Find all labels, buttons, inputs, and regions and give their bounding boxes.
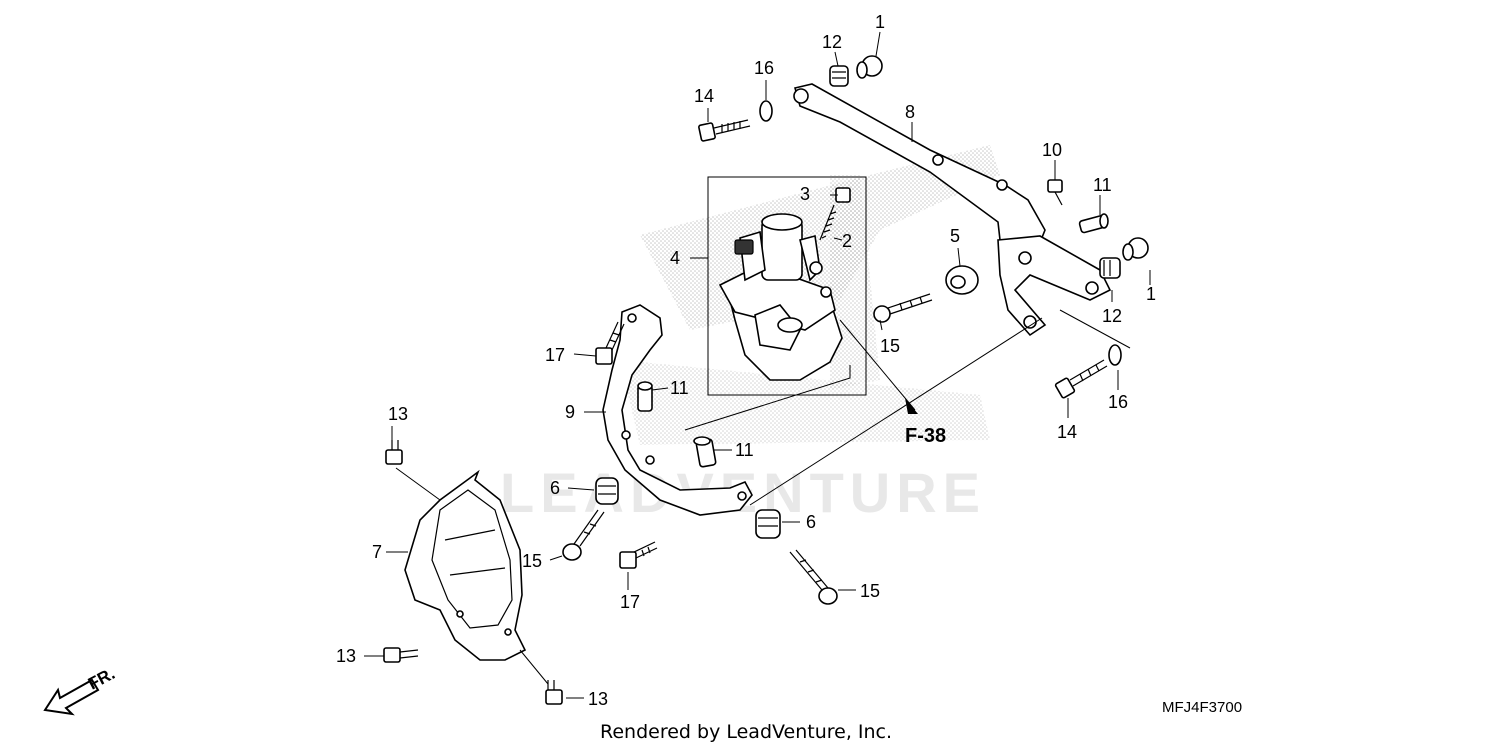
callout-6-right: 6 bbox=[806, 512, 816, 532]
leader-lines bbox=[364, 31, 1151, 699]
callout-11-right: 11 bbox=[1093, 175, 1112, 195]
callout-15-left: 15 bbox=[522, 551, 542, 571]
callout-13-left: 13 bbox=[336, 646, 356, 666]
collar-part-11-right bbox=[1078, 213, 1109, 234]
bolt-part-14-right bbox=[1054, 359, 1108, 399]
callout-16-top: 16 bbox=[754, 58, 774, 78]
callout-17-left: 17 bbox=[545, 345, 565, 365]
spring-part-2 bbox=[819, 204, 837, 241]
rubber-part-12-right bbox=[1099, 257, 1121, 279]
collar-part-11-low bbox=[693, 436, 717, 468]
bolt-part-15-bottom bbox=[789, 549, 838, 605]
callout-10: 10 bbox=[1042, 140, 1062, 160]
bolt-part-17-bottom bbox=[619, 541, 658, 569]
callout-11-low: 11 bbox=[735, 440, 754, 460]
callout-11-mid: 11 bbox=[670, 378, 689, 398]
callouts: 1 12 16 14 8 10 11 3 2 5 4 1 12 15 17 11… bbox=[336, 12, 1156, 709]
bolt-part-10 bbox=[1047, 179, 1063, 206]
actuator-motor-part-4 bbox=[718, 213, 843, 381]
callout-9: 9 bbox=[565, 402, 575, 422]
collar-part-1-top bbox=[856, 55, 883, 79]
callout-13-top: 13 bbox=[388, 404, 408, 424]
bolt-part-14-top bbox=[698, 119, 751, 142]
washer-part-16-right bbox=[1108, 344, 1122, 366]
callout-8: 8 bbox=[905, 102, 915, 122]
callout-5: 5 bbox=[950, 226, 960, 246]
grommet-part-5 bbox=[945, 265, 979, 295]
callout-2: 2 bbox=[842, 231, 852, 251]
grommet-part-6-left bbox=[595, 477, 619, 505]
callout-16-right: 16 bbox=[1108, 392, 1128, 412]
callout-15-bottom: 15 bbox=[860, 581, 880, 601]
callout-17-bottom: 17 bbox=[620, 592, 640, 612]
bolt-part-15-mid bbox=[873, 293, 933, 323]
rubber-part-12-top bbox=[829, 65, 849, 87]
nut-part-3 bbox=[835, 187, 851, 203]
front-direction-arrow-icon: FR. bbox=[43, 664, 118, 716]
callout-4: 4 bbox=[670, 248, 680, 268]
callout-13-bottom: 13 bbox=[588, 689, 608, 709]
callout-14-top: 14 bbox=[694, 86, 714, 106]
reference-label: F-38 bbox=[905, 425, 946, 447]
bolt-part-13-left bbox=[383, 647, 419, 663]
callout-15-mid: 15 bbox=[880, 336, 900, 356]
callout-3: 3 bbox=[800, 184, 810, 204]
collar-part-1-right bbox=[1122, 237, 1149, 261]
callout-14-right: 14 bbox=[1057, 422, 1077, 442]
callout-1-right: 1 bbox=[1146, 284, 1156, 304]
cover-part-7 bbox=[404, 469, 527, 661]
callout-12-right: 12 bbox=[1102, 306, 1122, 326]
callout-7: 7 bbox=[372, 542, 382, 562]
collar-part-11-mid bbox=[637, 381, 653, 412]
lower-bracket-part-9 bbox=[602, 304, 753, 516]
callout-6-left: 6 bbox=[550, 478, 560, 498]
callout-1-top: 1 bbox=[875, 12, 885, 32]
callout-12-top: 12 bbox=[822, 32, 842, 52]
bolt-part-13-bottom bbox=[545, 680, 563, 705]
washer-part-16-top bbox=[759, 100, 773, 122]
render-credit: Rendered by LeadVenture, Inc. bbox=[600, 721, 892, 743]
grommet-part-6-right bbox=[755, 509, 781, 539]
part-4-frame bbox=[707, 176, 867, 396]
reference-arrow-icon bbox=[905, 398, 918, 414]
upper-stay-part-8 bbox=[793, 83, 1112, 337]
drawing-code: MFJ4F3700 bbox=[1162, 699, 1242, 716]
bolt-part-13-top bbox=[385, 440, 403, 465]
bolt-part-15-left bbox=[562, 509, 605, 561]
